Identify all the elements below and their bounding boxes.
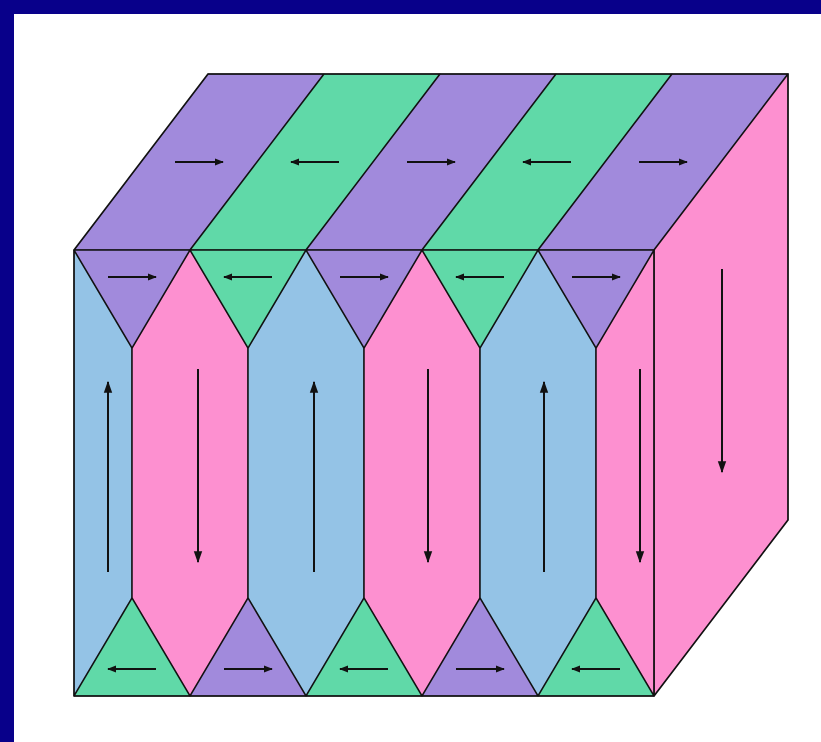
- diagram-canvas: [14, 14, 821, 742]
- front-face: [74, 250, 654, 696]
- magnetic-domains-diagram: [14, 14, 821, 742]
